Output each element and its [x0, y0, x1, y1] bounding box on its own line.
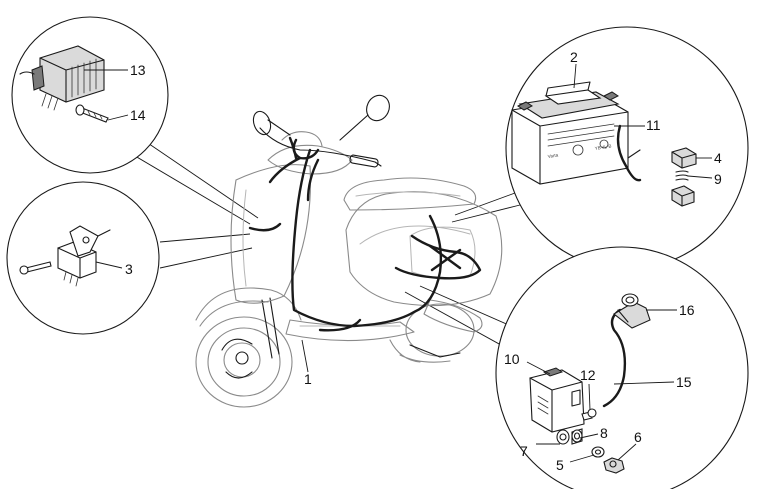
detail-circle-ignition-unit [495, 246, 749, 489]
part-number-15: 15 [676, 374, 692, 390]
part-number-13: 13 [130, 62, 146, 78]
part-number-5: 5 [556, 457, 564, 473]
part-number-11: 11 [646, 117, 661, 133]
detail-circle-relay [6, 181, 160, 335]
leader-lines [84, 63, 713, 463]
scooter-illustration [195, 94, 503, 408]
part-number-labels: 13 14 3 2 11 4 9 1 10 12 15 16 7 8 5 6 [125, 49, 722, 473]
part-number-16: 16 [679, 302, 695, 318]
part-number-1: 1 [304, 371, 312, 387]
part-number-7: 7 [520, 443, 528, 459]
part-number-14: 14 [130, 107, 146, 123]
part-number-3: 3 [125, 261, 133, 277]
part-number-4: 4 [714, 150, 722, 166]
detail-circle-battery: Varta YB 4L-B [505, 26, 749, 270]
callout-connector-lines [124, 134, 521, 351]
part-number-2: 2 [570, 49, 578, 65]
part-number-6: 6 [634, 429, 642, 445]
part-number-9: 9 [714, 171, 722, 187]
part-number-8: 8 [600, 425, 608, 441]
battery-code-label: YB 4L-B [594, 143, 611, 151]
part-number-10: 10 [504, 351, 520, 367]
part-number-12: 12 [580, 367, 596, 383]
wiring-harness-cable [291, 138, 443, 328]
detail-circle-voltage-regulator [11, 16, 169, 174]
battery-brand-label: Varta [547, 152, 559, 159]
